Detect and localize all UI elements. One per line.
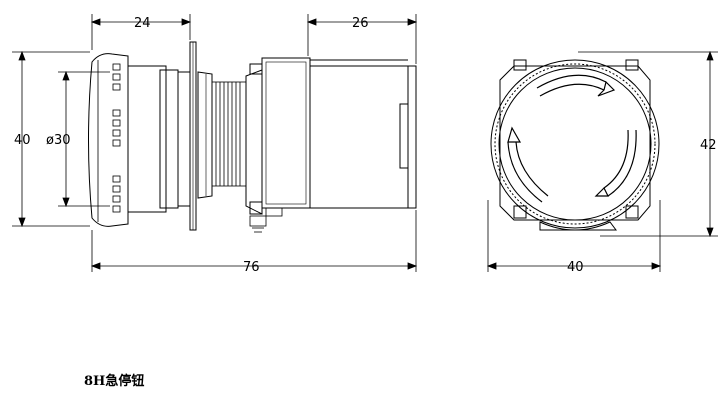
side-view-dimensions	[12, 14, 418, 272]
latch-adapter	[245, 69, 263, 215]
contact-housing	[309, 65, 409, 209]
head-serrations	[112, 63, 121, 213]
front-view	[490, 59, 660, 231]
left-arrow	[515, 141, 549, 197]
mushroom-cap	[498, 67, 652, 221]
mushroom-head	[88, 53, 129, 227]
bezel-collar	[127, 65, 167, 213]
knurled-ring	[490, 59, 660, 229]
dim-front-height: 42	[700, 138, 717, 153]
dim-front-width: 40	[567, 260, 584, 275]
twist-release-arrows	[507, 74, 637, 203]
dim-inner-diameter: ø30	[46, 133, 71, 148]
lock-nut	[197, 71, 213, 199]
threaded-bushing	[211, 81, 247, 187]
dim-total-length: 76	[243, 260, 260, 275]
knurled-ring-inner	[494, 63, 656, 225]
front-view-dimensions	[486, 50, 718, 272]
dim-outer-height: 40	[14, 133, 31, 148]
right-arrow	[603, 129, 629, 189]
dim-body-depth: 26	[352, 16, 369, 31]
part-caption: 8H急停钮	[84, 374, 145, 389]
terminal-screw	[249, 207, 283, 233]
top-arrow	[539, 83, 605, 97]
side-view	[88, 41, 417, 233]
dim-front-depth: 24	[134, 16, 151, 31]
contact-block	[261, 57, 311, 209]
square-housing	[499, 65, 651, 221]
